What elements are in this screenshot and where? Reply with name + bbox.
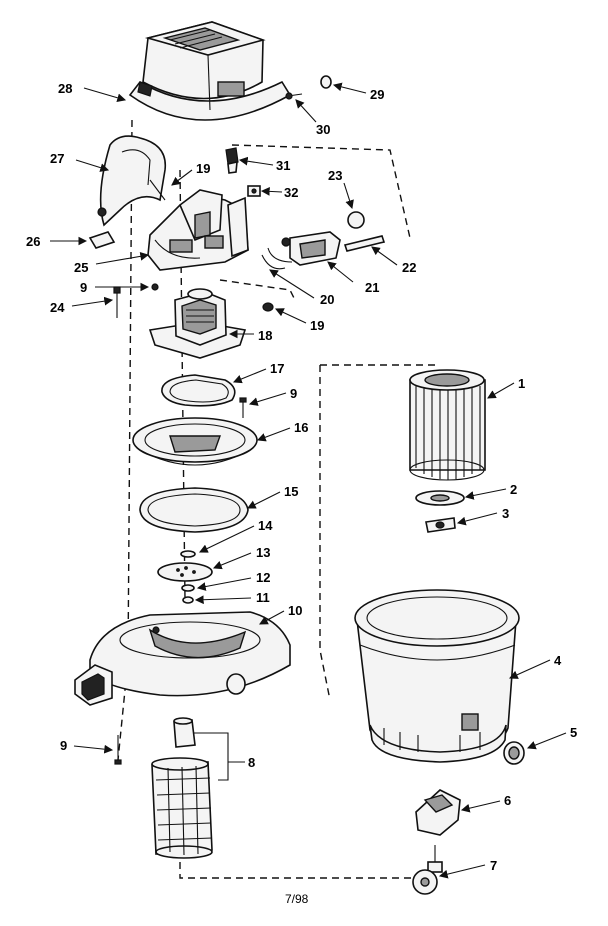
part-switch-assembly [261, 231, 341, 270]
leader-lines [50, 82, 567, 879]
callout-12: 12 [256, 570, 270, 585]
part-caster-wheel [412, 845, 443, 895]
callout-28: 28 [58, 81, 72, 96]
callout-8: 8 [248, 755, 255, 770]
part-lid-base [74, 611, 291, 706]
part-cartridge-filter [409, 369, 486, 481]
part-washer-11 [182, 596, 194, 604]
callout-17: 17 [270, 361, 284, 376]
callout-1: 1 [518, 376, 525, 391]
part-wing-nut [425, 517, 456, 533]
callout-9-mid: 9 [290, 386, 297, 401]
callout-30: 30 [316, 122, 330, 137]
part-drain-cap [503, 741, 525, 765]
callout-9-upper: 9 [80, 280, 87, 295]
part-switch-knob [225, 147, 239, 174]
callout-19-upper: 19 [196, 161, 210, 176]
part-cord-pin [343, 235, 386, 252]
revision-date: 7/98 [285, 892, 309, 906]
part-screw-29 [320, 75, 332, 89]
part-bolt-24 [113, 286, 121, 318]
callout-19-lower: 19 [310, 318, 324, 333]
part-handle-bracket [97, 135, 167, 227]
callout-10: 10 [288, 603, 302, 618]
callout-5: 5 [570, 725, 577, 740]
part-screw-19-lower [262, 302, 274, 312]
callout-6: 6 [504, 793, 511, 808]
part-motor [148, 288, 247, 359]
callout-13: 13 [256, 545, 270, 560]
callout-14: 14 [258, 518, 273, 533]
callout-4: 4 [554, 653, 562, 668]
callout-32: 32 [284, 185, 298, 200]
part-filter-cap [415, 490, 465, 506]
part-screw-9-lower [114, 735, 122, 765]
part-gasket-17 [161, 374, 236, 407]
part-ball [347, 211, 365, 229]
callout-11: 11 [256, 590, 270, 605]
callout-3: 3 [502, 506, 509, 521]
part-float-cage [151, 717, 213, 859]
part-impeller-plate [132, 417, 258, 466]
callout-27: 27 [50, 151, 64, 166]
callout-22: 22 [402, 260, 416, 275]
callout-23: 23 [328, 168, 342, 183]
callout-7: 7 [490, 858, 497, 873]
callout-18: 18 [258, 328, 272, 343]
part-screw-9-mid [239, 397, 247, 418]
part-screw-30 [285, 92, 303, 100]
callout-29: 29 [370, 87, 384, 102]
part-gasket-15 [139, 487, 249, 533]
callout-25: 25 [74, 260, 88, 275]
part-small-plate [88, 231, 116, 249]
part-motor-housing [147, 189, 249, 271]
callout-16: 16 [294, 420, 308, 435]
part-drum [354, 589, 520, 763]
part-washer-14 [180, 550, 196, 558]
callout-31: 31 [276, 158, 290, 173]
callout-21: 21 [365, 280, 379, 295]
callout-26: 26 [26, 234, 40, 249]
part-switch-nut [247, 185, 261, 197]
part-motor-cover [128, 21, 292, 121]
part-washer-12 [181, 584, 195, 592]
callout-labels: 28 29 30 27 19 31 32 23 26 25 22 9 21 24… [26, 81, 577, 873]
part-disk-13 [157, 562, 213, 582]
part-screw-9-upper [151, 283, 159, 291]
callout-9-lower: 9 [60, 738, 67, 753]
callout-2: 2 [510, 482, 517, 497]
callout-20: 20 [320, 292, 334, 307]
callout-15: 15 [284, 484, 298, 499]
callout-24: 24 [50, 300, 65, 315]
part-caster-bracket [415, 789, 461, 836]
